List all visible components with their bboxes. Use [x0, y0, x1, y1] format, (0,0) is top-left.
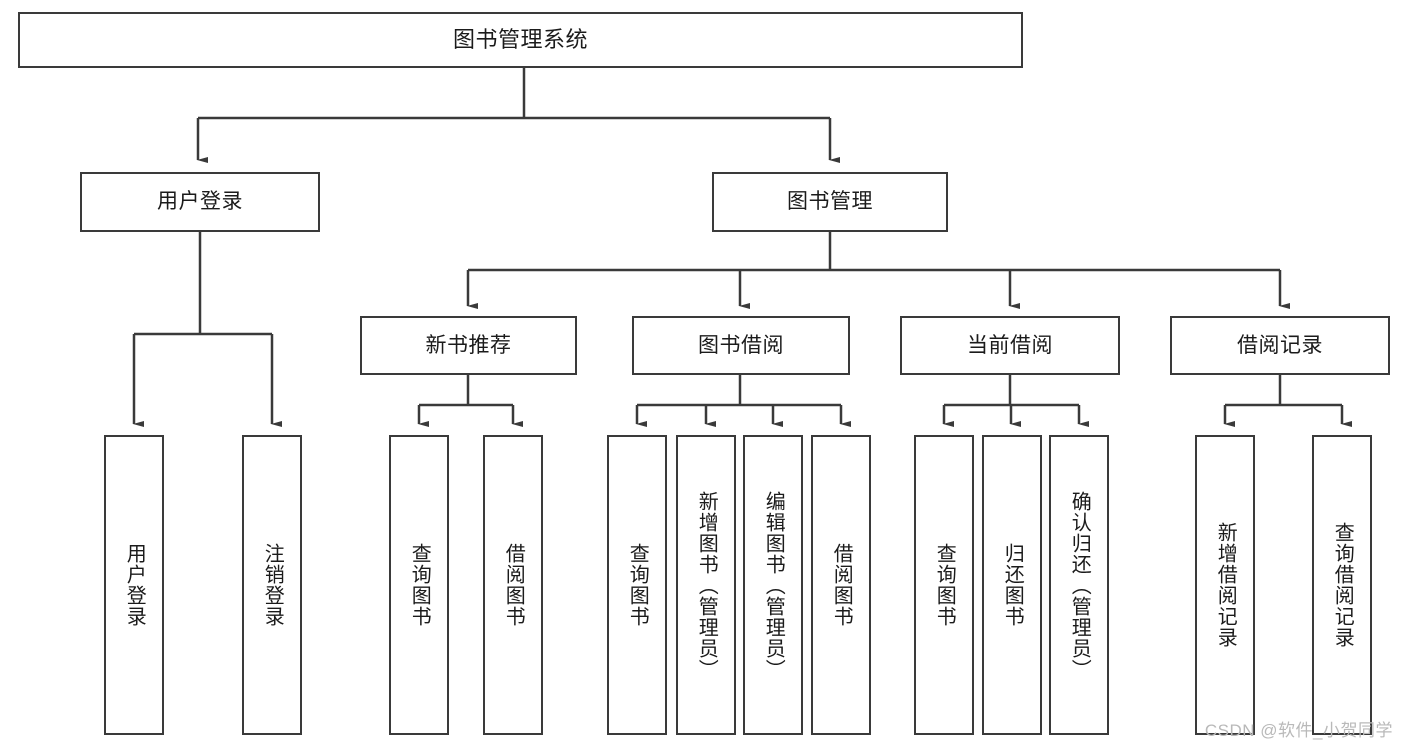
- node-book-borrow[interactable]: 图书借阅: [632, 316, 850, 375]
- node-root-label: 图书管理系统: [452, 26, 588, 52]
- node-leaf-borrow-book-2[interactable]: 借阅图书: [811, 435, 871, 735]
- node-leaf-query-record[interactable]: 查询借阅记录: [1312, 435, 1372, 735]
- node-user-login[interactable]: 用户登录: [80, 172, 320, 232]
- node-leaf-query-book-3[interactable]: 查询图书: [914, 435, 974, 735]
- node-leaf-add-book-label: 新增图书（管理员）: [695, 490, 718, 680]
- node-leaf-query-book-2[interactable]: 查询图书: [607, 435, 667, 735]
- node-leaf-user-login[interactable]: 用户登录: [104, 435, 164, 735]
- node-leaf-add-book[interactable]: 新增图书（管理员）: [676, 435, 736, 735]
- node-leaf-return-book-label: 归还图书: [1001, 543, 1024, 627]
- node-leaf-query-book-1-label: 查询图书: [408, 543, 431, 627]
- node-user-login-label: 用户登录: [157, 190, 243, 214]
- node-book-manage[interactable]: 图书管理: [712, 172, 948, 232]
- csdn-watermark: CSDN @软件_小贺同学: [1204, 721, 1393, 740]
- node-leaf-query-record-label: 查询借阅记录: [1331, 522, 1354, 648]
- node-borrow-record-label: 借阅记录: [1237, 333, 1323, 357]
- node-book-borrow-label: 图书借阅: [698, 333, 784, 357]
- node-leaf-borrow-book-2-label: 借阅图书: [830, 543, 853, 627]
- node-book-manage-label: 图书管理: [787, 190, 873, 214]
- node-leaf-edit-book-label: 编辑图书（管理员）: [762, 490, 785, 680]
- node-leaf-user-login-label: 用户登录: [123, 543, 146, 627]
- node-leaf-query-book-2-label: 查询图书: [626, 543, 649, 627]
- node-current-borrow[interactable]: 当前借阅: [900, 316, 1120, 375]
- node-leaf-borrow-book-1-label: 借阅图书: [502, 543, 525, 627]
- node-leaf-logout[interactable]: 注销登录: [242, 435, 302, 735]
- node-leaf-return-book[interactable]: 归还图书: [982, 435, 1042, 735]
- node-leaf-add-record[interactable]: 新增借阅记录: [1195, 435, 1255, 735]
- node-leaf-logout-label: 注销登录: [261, 543, 284, 627]
- node-current-borrow-label: 当前借阅: [967, 333, 1053, 357]
- node-new-book-recommend-label: 新书推荐: [425, 333, 512, 357]
- node-leaf-query-book-3-label: 查询图书: [933, 543, 956, 627]
- node-root[interactable]: 图书管理系统: [18, 12, 1023, 68]
- node-leaf-confirm-return-label: 确认归还（管理员）: [1068, 490, 1091, 680]
- node-leaf-confirm-return[interactable]: 确认归还（管理员）: [1049, 435, 1109, 735]
- node-leaf-edit-book[interactable]: 编辑图书（管理员）: [743, 435, 803, 735]
- node-borrow-record[interactable]: 借阅记录: [1170, 316, 1390, 375]
- node-leaf-borrow-book-1[interactable]: 借阅图书: [483, 435, 543, 735]
- node-leaf-query-book-1[interactable]: 查询图书: [389, 435, 449, 735]
- node-new-book-recommend[interactable]: 新书推荐: [360, 316, 577, 375]
- node-leaf-add-record-label: 新增借阅记录: [1214, 522, 1237, 648]
